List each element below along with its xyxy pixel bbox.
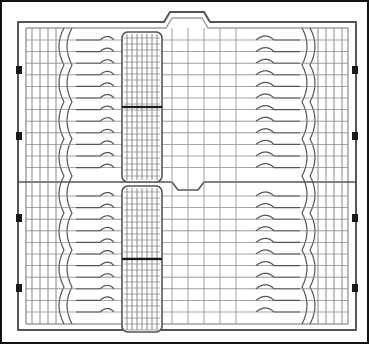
- left-tine: [76, 261, 115, 267]
- left-tine: [76, 59, 115, 64]
- right-rack-clip: [352, 284, 358, 292]
- right-tine: [255, 35, 300, 41]
- left-tine-rows: [26, 35, 348, 313]
- right-tine: [255, 128, 300, 134]
- rack-outline: [17, 11, 357, 331]
- left-tine: [76, 203, 115, 209]
- left-rack-clip: [16, 214, 22, 222]
- left-tine: [76, 70, 115, 76]
- left-tine: [76, 249, 115, 255]
- left-tine: [76, 35, 115, 41]
- right-tine: [255, 139, 300, 145]
- rack-outer-frame: [17, 11, 357, 331]
- right-tine: [255, 295, 300, 301]
- left-tine: [76, 93, 115, 99]
- left-tine: [76, 307, 115, 313]
- dishwasher-rack-drawing: [16, 11, 358, 333]
- left-tine: [76, 191, 115, 197]
- right-rail-wave-wire: [301, 27, 308, 325]
- right-tine: [255, 70, 300, 76]
- right-tine: [255, 47, 300, 53]
- left-rack-clip: [16, 132, 22, 140]
- left-tine: [76, 226, 115, 232]
- left-tine: [76, 151, 115, 157]
- right-tine: [255, 203, 300, 209]
- right-tine: [255, 284, 300, 290]
- right-tine: [255, 163, 300, 169]
- cutlery-basket-lower: [121, 185, 163, 333]
- cutlery-basket-upper: [121, 31, 163, 183]
- right-tine: [255, 105, 300, 111]
- right-tine: [255, 191, 300, 197]
- rack-clips: [16, 66, 358, 292]
- left-tine: [76, 273, 115, 278]
- left-tine: [76, 215, 115, 220]
- right-tine: [255, 307, 300, 313]
- right-tine-rows: [255, 35, 300, 313]
- right-tine: [255, 151, 300, 157]
- left-tine: [76, 238, 115, 243]
- left-tine: [76, 296, 115, 301]
- right-rack-clip: [352, 66, 358, 74]
- left-tine: [76, 163, 115, 169]
- right-rack-clip: [352, 214, 358, 222]
- left-tine: [76, 128, 115, 134]
- right-tine: [255, 214, 300, 220]
- right-tine: [255, 226, 300, 232]
- side-rails: [31, 27, 343, 325]
- right-tine: [255, 58, 300, 64]
- right-tine: [255, 249, 300, 255]
- left-tine: [76, 284, 115, 290]
- right-rail-wave-wire: [309, 27, 316, 325]
- right-tine: [255, 237, 300, 243]
- rack-inner-frame: [25, 17, 349, 325]
- left-tine: [76, 140, 115, 145]
- right-tine: [255, 261, 300, 267]
- center-support-wires: [171, 28, 237, 324]
- left-rack-clip: [16, 284, 22, 292]
- left-tine: [76, 82, 115, 87]
- right-tine: [255, 93, 300, 99]
- right-tine: [255, 81, 300, 87]
- left-tine: [76, 117, 115, 122]
- right-tine: [255, 272, 300, 278]
- left-tine: [76, 47, 115, 53]
- left-rail-wave-wire: [58, 27, 65, 325]
- left-tine: [76, 105, 115, 111]
- left-rack-clip: [16, 66, 22, 74]
- right-rack-clip: [352, 132, 358, 140]
- right-tine: [255, 116, 300, 122]
- left-rail-wave-wire: [66, 27, 73, 325]
